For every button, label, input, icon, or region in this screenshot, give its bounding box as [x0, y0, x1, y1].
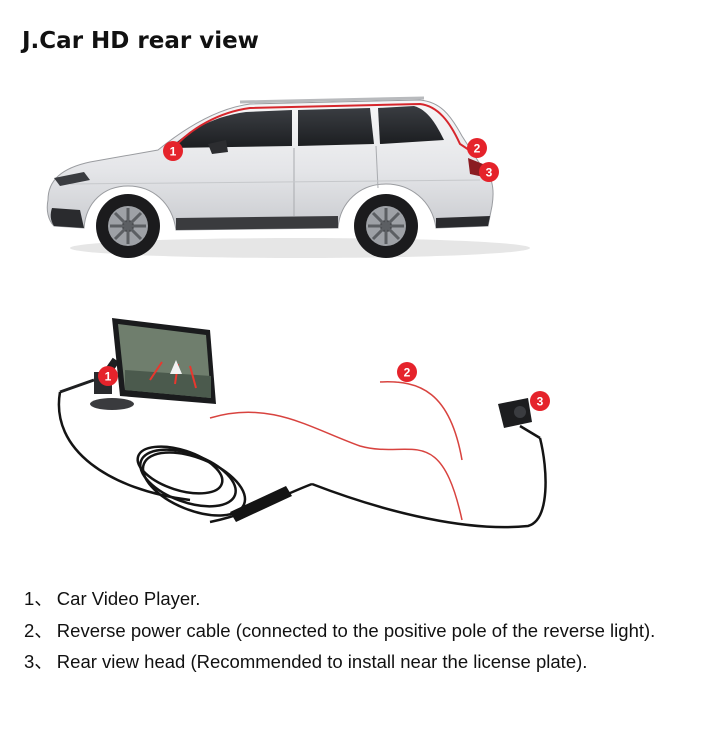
- svg-text:1: 1: [170, 145, 177, 159]
- svg-text:3: 3: [486, 166, 493, 180]
- car-marker-2: 2: [467, 138, 487, 158]
- car-illustration: 1 2 3: [46, 96, 530, 258]
- kit-marker-1: 1: [98, 366, 118, 386]
- note-text: Car Video Player.: [56, 588, 201, 609]
- kit-illustration: 1 2 3: [57, 318, 550, 529]
- svg-text:3: 3: [537, 395, 544, 409]
- note-number: 3、: [24, 651, 53, 672]
- note-text: Reverse power cable (connected to the po…: [56, 619, 656, 641]
- svg-text:2: 2: [474, 142, 481, 156]
- page-title: J.Car HD rear view: [22, 28, 259, 54]
- svg-text:1: 1: [105, 370, 112, 384]
- note-item: 3、Rear view head (Recommended to install…: [24, 651, 694, 673]
- kit-marker-3: 3: [530, 391, 550, 411]
- car-marker-1: 1: [163, 141, 183, 161]
- note-number: 2、: [24, 619, 53, 641]
- note-item: 2、Reverse power cable (connected to the …: [24, 620, 694, 642]
- note-text: Rear view head (Recommended to install n…: [56, 651, 588, 672]
- note-item: 1、Car Video Player.: [24, 588, 694, 610]
- component-notes: 1、Car Video Player. 2、Reverse power cabl…: [24, 588, 694, 683]
- note-number: 1、: [24, 588, 53, 609]
- svg-text:2: 2: [404, 366, 411, 380]
- kit-marker-2: 2: [397, 362, 417, 382]
- car-marker-3: 3: [479, 162, 499, 182]
